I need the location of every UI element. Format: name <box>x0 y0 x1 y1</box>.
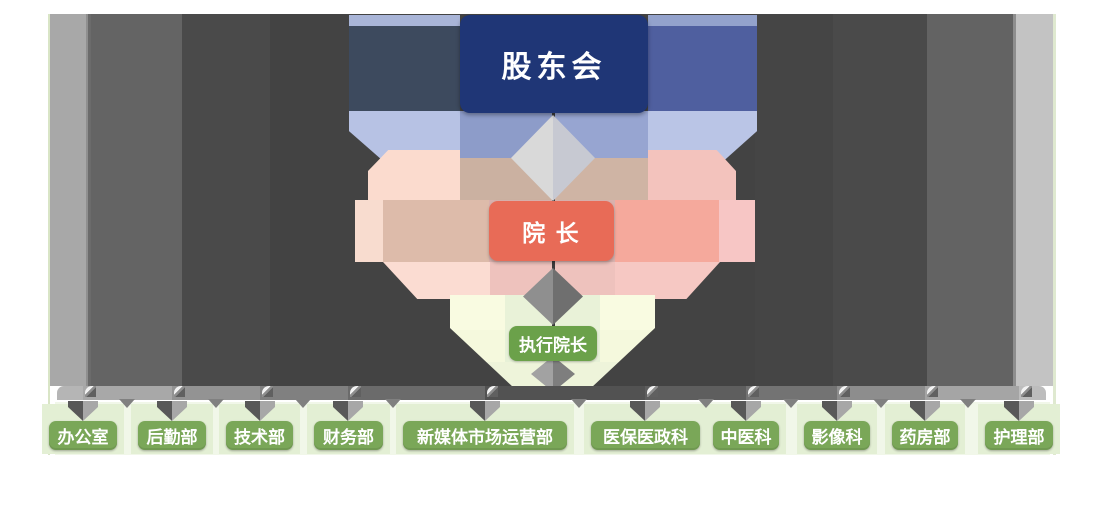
org-node-department: 办公室 <box>49 421 117 450</box>
org-node-dean: 院 长 <box>489 201 614 261</box>
org-node-label: 医保医政科 <box>603 428 688 447</box>
glow-salmon-row-right <box>615 200 719 262</box>
connector-bar-segment <box>925 386 1019 400</box>
org-node-label: 财务部 <box>323 428 374 447</box>
org-node-label: 院 长 <box>522 220 581 246</box>
org-node-label: 股东会 <box>501 51 607 84</box>
org-node-label: 药房部 <box>899 428 951 447</box>
connector-scallop <box>208 399 224 408</box>
connector-bar-segment <box>837 386 925 400</box>
connector-fold-icon <box>1021 386 1032 397</box>
shadow-band <box>182 14 270 386</box>
connector-fold-icon <box>262 386 273 397</box>
org-node-label: 办公室 <box>57 428 109 447</box>
org-node-label: 后勤部 <box>146 428 198 447</box>
glow-blue-block-right <box>648 26 757 111</box>
shadow-band <box>91 14 182 386</box>
connector-scallop <box>571 399 587 408</box>
connector-bar-segment <box>746 386 837 400</box>
org-node-label: 中医科 <box>720 428 772 447</box>
connector-bar-segment <box>172 386 260 400</box>
glow-blue-strip-right <box>648 15 757 26</box>
connector-bar-segment <box>83 386 172 400</box>
org-node-department: 护理部 <box>985 421 1053 450</box>
org-node-department: 财务部 <box>314 421 383 450</box>
org-node-department: 影像科 <box>804 421 870 450</box>
connector-fold-icon <box>85 386 96 397</box>
org-node-label: 影像科 <box>811 428 863 447</box>
glow-tan-row-left <box>383 200 489 262</box>
org-node-label: 护理部 <box>993 428 1045 447</box>
glow-pink-edge-right <box>719 200 755 262</box>
connector-scallop <box>698 399 714 408</box>
edge-line-left <box>48 14 50 455</box>
shadow-band <box>755 14 833 386</box>
connector-scallop <box>960 399 976 408</box>
connector-scallop <box>119 399 135 408</box>
org-node-department: 新媒体市场运营部 <box>403 421 567 450</box>
org-node-label: 技术部 <box>234 428 285 447</box>
shadow-band <box>86 14 88 386</box>
org-node-label: 执行院长 <box>519 336 587 355</box>
org-node-executive-dean: 执行院长 <box>509 326 597 361</box>
shadow-band <box>1016 14 1053 386</box>
org-node-department: 中医科 <box>713 421 779 450</box>
connector-scallop <box>295 399 311 408</box>
glow-pink-wing-right <box>648 150 736 200</box>
shadow-band <box>833 14 927 386</box>
connector-fold-icon <box>487 386 498 397</box>
connector-bar-segment <box>260 386 348 400</box>
connector-bar-segment <box>348 386 485 400</box>
connector-bar-segment <box>57 386 83 400</box>
shadow-band <box>270 14 355 386</box>
connector-fold-icon <box>927 386 938 397</box>
glow-peach-wing-left <box>368 150 460 200</box>
connector-fold-icon <box>350 386 361 397</box>
connector-scallop <box>873 399 889 408</box>
connector-bar-segment <box>485 386 645 400</box>
connector-bar-segment <box>645 386 746 400</box>
connector-fold-icon <box>748 386 759 397</box>
connector-fold-icon <box>647 386 658 397</box>
org-node-label: 新媒体市场运营部 <box>417 428 553 447</box>
connector-fold-icon <box>839 386 850 397</box>
org-node-department: 技术部 <box>226 421 293 450</box>
glow-blue-strip-left <box>349 15 460 26</box>
shadow-band <box>50 14 86 386</box>
shadow-band <box>1013 14 1016 386</box>
glow-blue-block-left <box>349 26 460 111</box>
connector-scallop <box>385 399 401 408</box>
shadow-band <box>88 14 91 386</box>
edge-line-right <box>1053 14 1056 455</box>
org-node-department: 医保医政科 <box>591 421 700 450</box>
connector-scallop <box>783 399 799 408</box>
shadow-band <box>927 14 1013 386</box>
org-node-department: 药房部 <box>892 421 958 450</box>
glow-peach-edge-left <box>355 200 383 262</box>
org-node-shareholders: 股东会 <box>460 15 648 113</box>
connector-fold-icon <box>174 386 185 397</box>
org-node-department: 后勤部 <box>138 421 206 450</box>
